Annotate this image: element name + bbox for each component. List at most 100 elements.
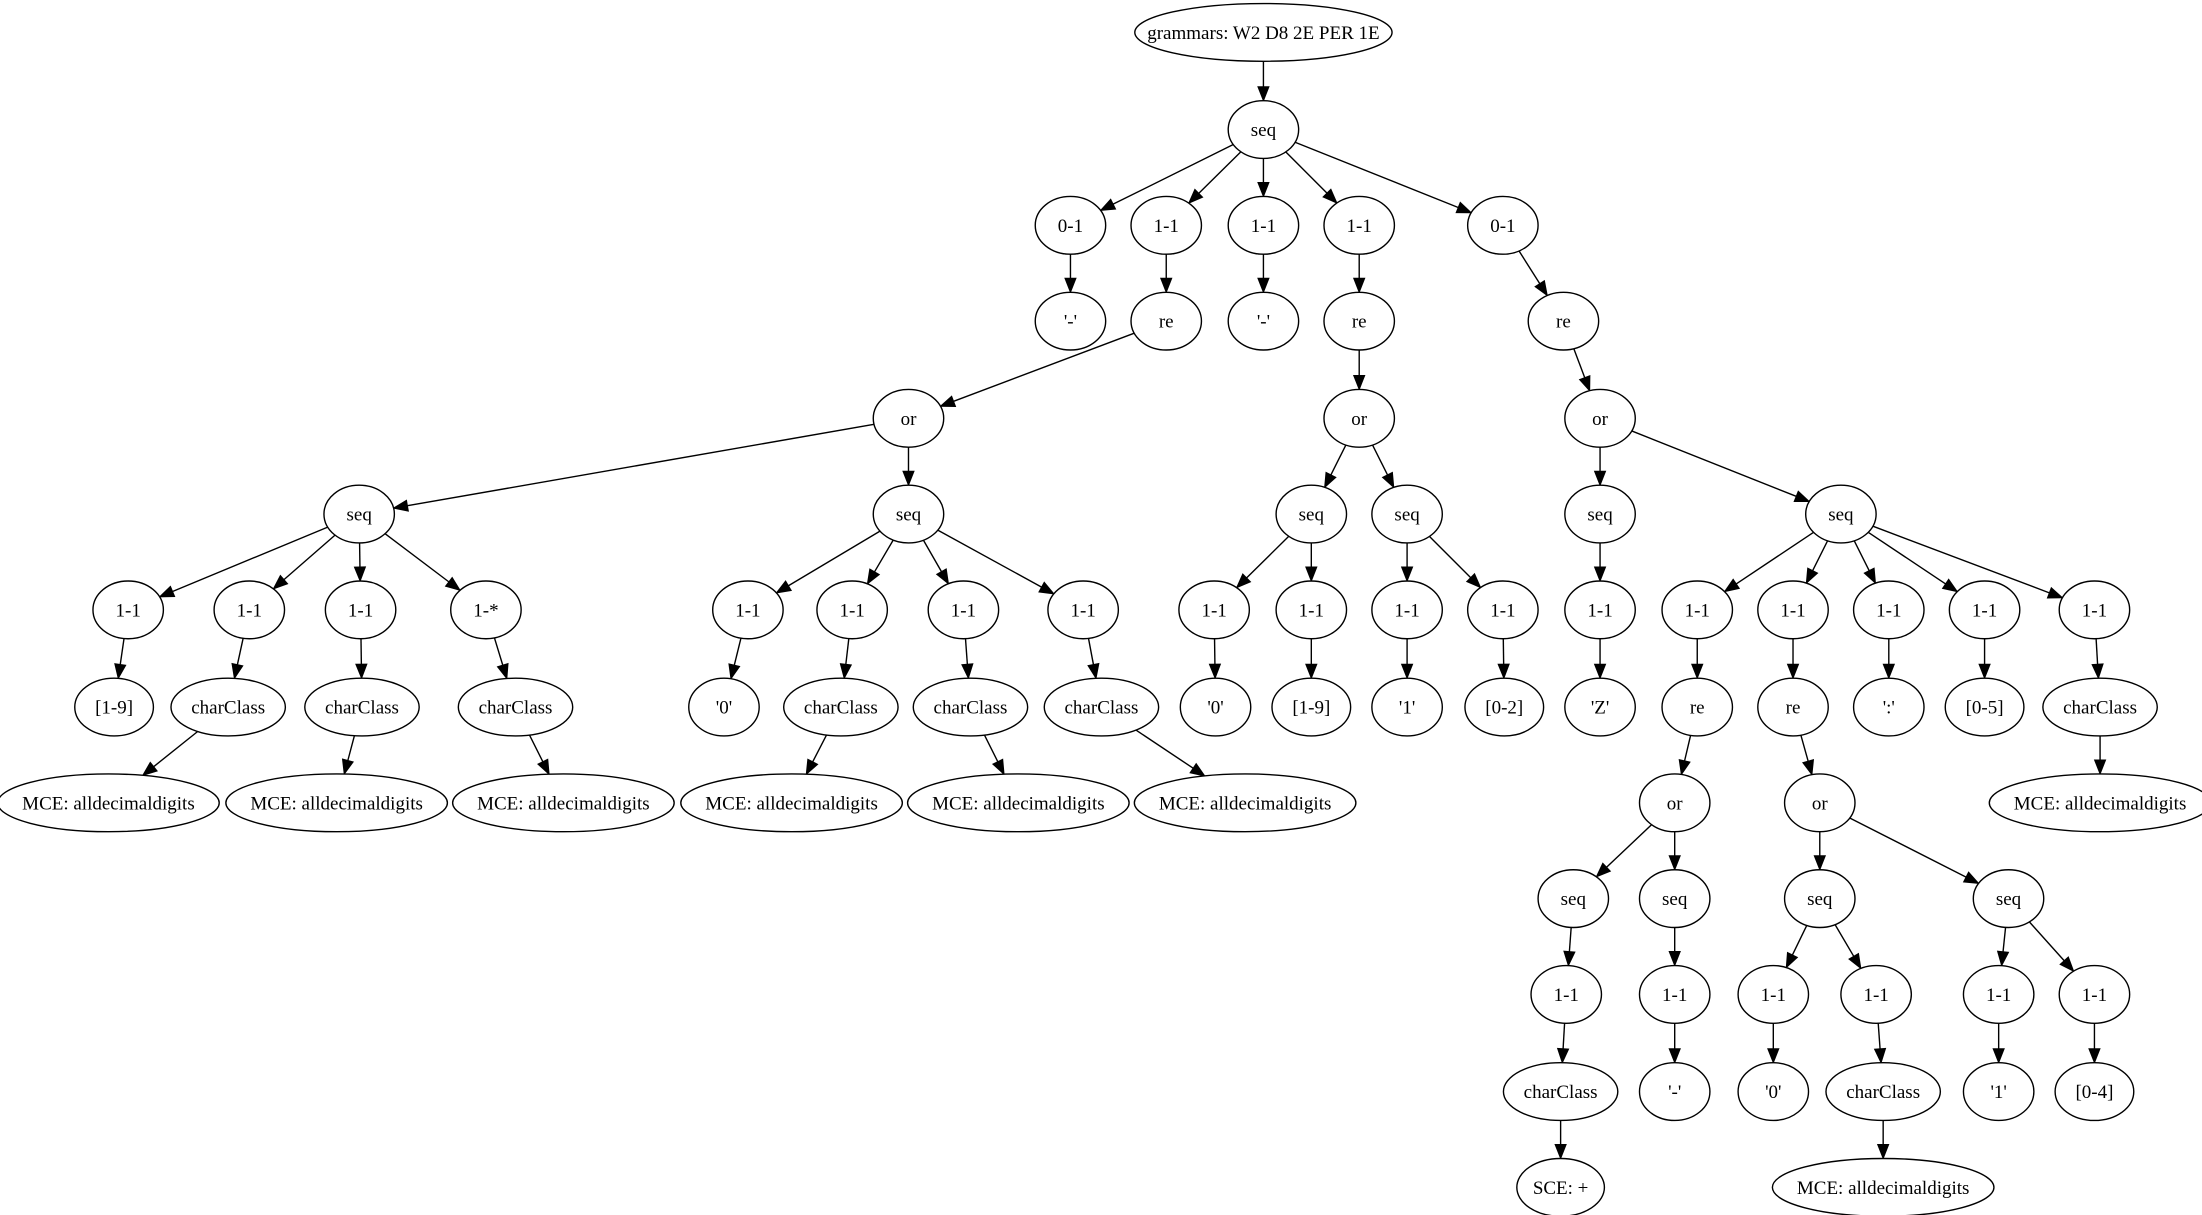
arrowhead-icon: [1087, 662, 1100, 680]
edge-line: [347, 735, 356, 761]
tree-edge: [1428, 535, 1482, 589]
tree-node-0-1: 0-1: [1466, 195, 1539, 255]
tree-node-1-1: 1-1: [324, 580, 397, 640]
tree-node-1-1: 1-1: [927, 580, 1000, 640]
arrowhead-icon: [341, 758, 354, 776]
arrowhead-icon: [1593, 470, 1607, 487]
node-ellipse: [1323, 195, 1396, 255]
tree-edge: [1208, 638, 1222, 680]
edge-line: [1800, 735, 1809, 762]
node-label: SCE: +: [1533, 1178, 1589, 1199]
node-ellipse: [1661, 677, 1734, 737]
arrowhead-icon: [1187, 188, 1204, 205]
edge-line: [172, 526, 329, 593]
tree-edge: [1853, 540, 1877, 585]
tree-edge: [2088, 1023, 2101, 1065]
edge-line: [1087, 638, 1095, 665]
edge-line: [1562, 1023, 1566, 1049]
tree-edge: [1285, 151, 1338, 204]
node-label: seq: [1394, 505, 1420, 526]
node-ellipse: [1948, 580, 2021, 640]
node-label: 1-1: [1070, 600, 1095, 621]
arrowhead-icon: [1400, 566, 1414, 583]
tree-edge: [1518, 250, 1548, 297]
arrowhead-icon: [1099, 198, 1117, 212]
node-label: 1-1: [1685, 600, 1710, 621]
node-label: '-': [1257, 312, 1270, 333]
node-label: 1-1: [1876, 600, 1901, 621]
node-ellipse: [1130, 195, 1203, 255]
tree-node-1-1: 1-1: [213, 580, 286, 640]
tree-node-mce-alldecimaldigits: MCE: alldecimaldigits: [1988, 773, 2202, 833]
node-ellipse: [906, 773, 1130, 833]
tree-node-1-1: 1-1: [1948, 580, 2021, 640]
node-label: '0': [1207, 698, 1223, 719]
node-ellipse: [1757, 677, 1829, 737]
edge-line: [528, 734, 544, 763]
tree-node-0: '0': [1179, 677, 1252, 737]
tree-edge: [1723, 531, 1814, 593]
tree-edge: [1257, 254, 1270, 294]
node-ellipse: [450, 580, 522, 640]
tree-node-charclass: charClass: [1502, 1062, 1619, 1122]
tree-edge: [1324, 444, 1347, 489]
node-label: 1-1: [1761, 985, 1786, 1006]
tree-node-or: or: [1323, 388, 1396, 448]
tree-node-re: re: [1757, 677, 1829, 737]
arrowhead-icon: [1978, 663, 1991, 680]
tree-node-charclass: charClass: [912, 677, 1029, 737]
arrowhead-icon: [1593, 663, 1607, 680]
node-label: MCE: alldecimaldigits: [250, 793, 423, 814]
node-label: '1': [1990, 1082, 2006, 1103]
tree-edge: [937, 529, 1056, 595]
node-label: re: [1786, 698, 1801, 719]
arrowhead-icon: [1848, 952, 1862, 970]
node-ellipse: [1638, 1062, 1711, 1122]
edge-line: [1812, 540, 1829, 571]
tree-node-1-9: [1-9]: [74, 677, 155, 737]
edge-line: [1791, 925, 1808, 956]
node-label: charClass: [1846, 1082, 1920, 1103]
tree-edge: [1573, 348, 1591, 393]
tree-edge: [1257, 158, 1270, 198]
node-ellipse: [1530, 964, 1603, 1024]
node-label: 1-1: [1863, 985, 1888, 1006]
node-label: seq: [1251, 120, 1277, 141]
tree-edge: [141, 730, 199, 777]
tree-edge: [1813, 831, 1827, 872]
node-label: 1-1: [1394, 600, 1419, 621]
edges-layer: [114, 61, 2107, 1160]
node-label: charClass: [804, 698, 878, 719]
tree-edge: [1800, 735, 1815, 777]
tree-node-1-1: 1-1: [1840, 964, 1913, 1024]
edge-line: [812, 734, 828, 763]
node-label: [0-2]: [1485, 698, 1523, 719]
node-ellipse: [1638, 773, 1711, 833]
tree-edge: [1400, 542, 1414, 583]
tree-edge: [1876, 1120, 1890, 1160]
node-ellipse: [1047, 580, 1120, 640]
tree-node-1-1: 1-1: [712, 580, 784, 640]
edge-line: [1606, 824, 1653, 868]
tree-edge: [353, 542, 367, 583]
arrowhead-icon: [1802, 759, 1815, 777]
tree-edge: [1593, 542, 1607, 583]
node-ellipse: [1130, 291, 1203, 351]
node-ellipse: [1825, 1062, 1942, 1122]
edge-line: [1877, 1023, 1881, 1049]
tree-node-0-4: [0-4]: [2054, 1062, 2135, 1122]
tree-node-symbol: ':': [1852, 677, 1925, 737]
node-ellipse: [1464, 677, 1545, 737]
arrowhead-icon: [1996, 950, 2010, 967]
tree-edge: [902, 447, 915, 487]
tree-edge: [1554, 1120, 1567, 1160]
tree-node-seq: seq: [1972, 869, 2045, 929]
node-ellipse: [92, 580, 165, 640]
node-ellipse: [1275, 484, 1348, 544]
tree-edge: [983, 734, 1005, 776]
tree-node-1-1: 1-1: [1466, 580, 1539, 640]
tree-node-1: '1': [1371, 677, 1444, 737]
arrowhead-icon: [1257, 181, 1270, 198]
arrowhead-icon: [939, 395, 957, 407]
tree-edge: [1595, 824, 1653, 878]
